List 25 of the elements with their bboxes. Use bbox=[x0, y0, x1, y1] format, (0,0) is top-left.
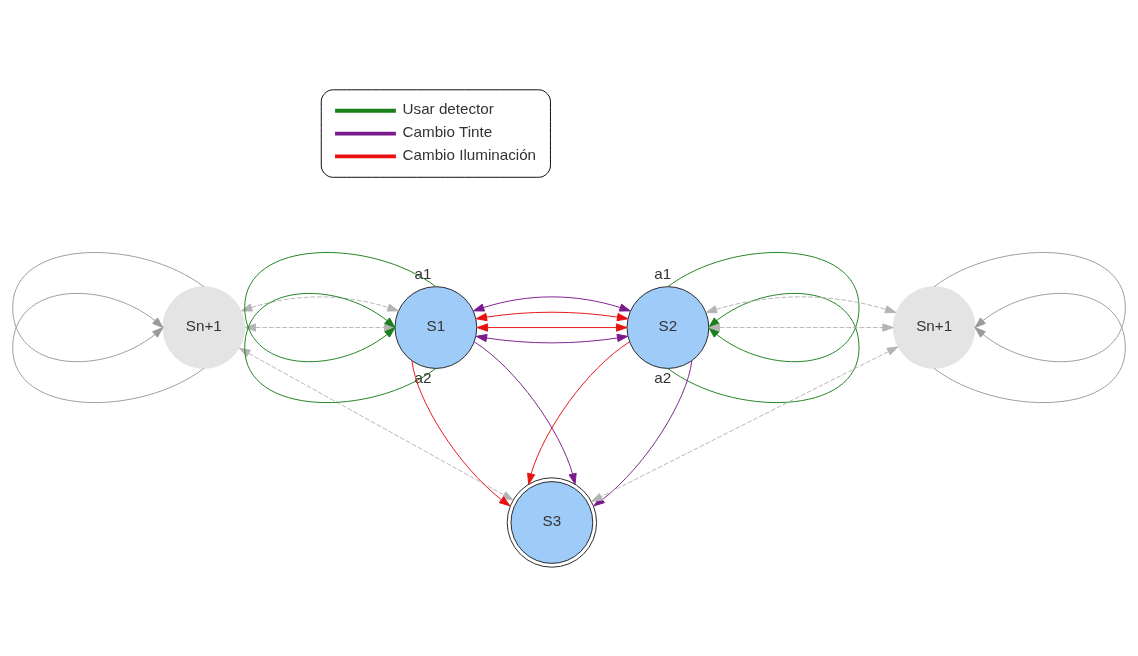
arrow bbox=[238, 347, 514, 501]
node-circle: S1 bbox=[394, 285, 478, 369]
arrow bbox=[475, 333, 629, 343]
legend-label: Cambio Tinte bbox=[402, 122, 493, 140]
arrow bbox=[473, 295, 631, 312]
edge-label: a1 bbox=[654, 264, 672, 282]
arrow bbox=[591, 345, 899, 502]
legend-label: Cambio Iluminación bbox=[402, 145, 537, 163]
legend-label: Usar detector bbox=[402, 99, 494, 117]
node-circle: S2 bbox=[626, 285, 710, 369]
arrow bbox=[527, 340, 630, 485]
arrow bbox=[244, 292, 437, 403]
edge-label: a1 bbox=[414, 264, 432, 282]
arrow bbox=[475, 311, 629, 321]
node-circle: Sn+1 bbox=[162, 285, 246, 369]
arrow bbox=[411, 359, 511, 506]
arrow bbox=[240, 295, 399, 312]
node-circle: Sn+1 bbox=[892, 285, 976, 369]
arrow bbox=[708, 322, 894, 332]
node-circle: S3 bbox=[506, 476, 598, 568]
arrow bbox=[244, 251, 437, 362]
arrow bbox=[476, 322, 628, 332]
arrow bbox=[705, 295, 897, 313]
edge-label: a2 bbox=[654, 368, 672, 386]
arrow bbox=[473, 340, 577, 485]
